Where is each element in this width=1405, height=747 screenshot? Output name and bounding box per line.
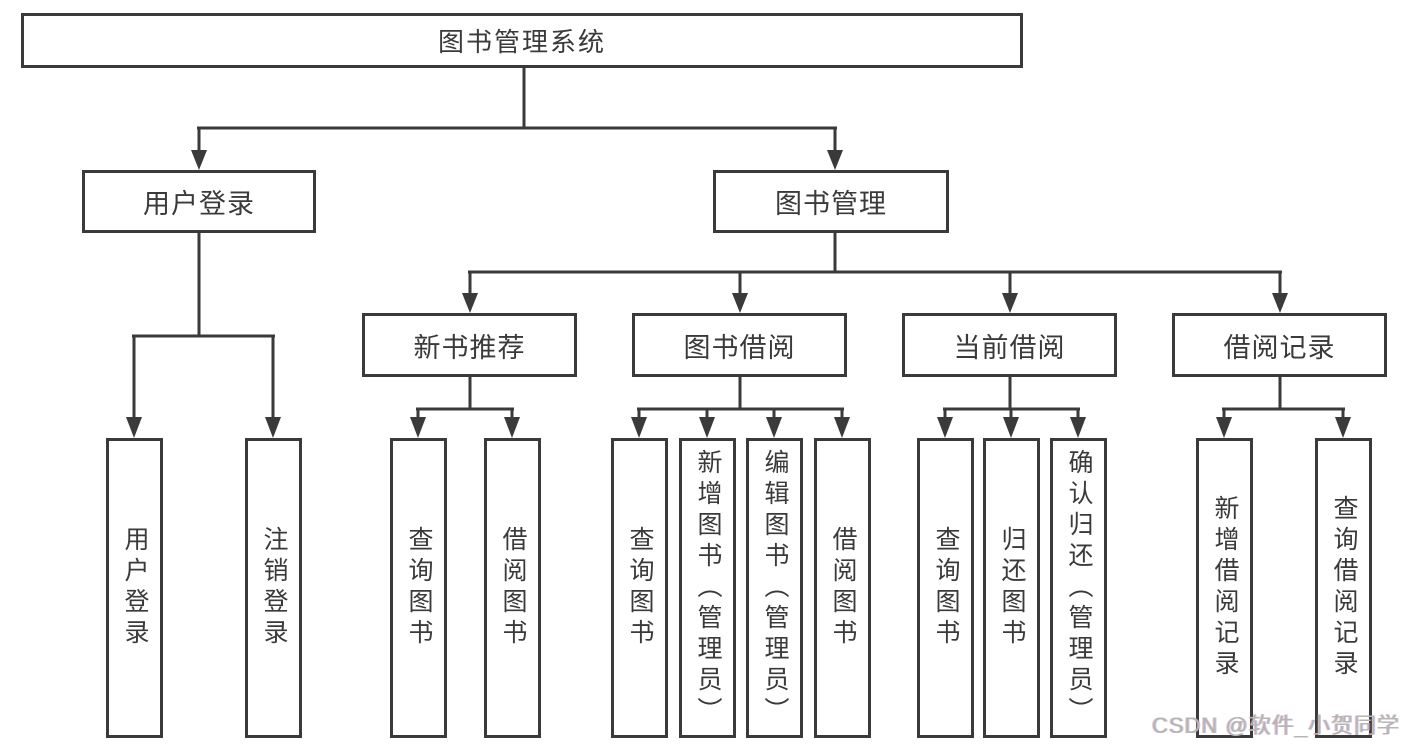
leaf-label: 确认归还（管理员） [1065,448,1093,728]
leaf-label: 归还图书 [998,526,1026,650]
leaf-borrow-books-borrowing: 借阅图书 [814,438,871,738]
node-label: 新书推荐 [413,332,526,363]
leaf-label: 查询图书 [405,526,433,650]
leaf-label: 用户登录 [121,526,149,650]
leaf-label: 新增图书（管理员） [694,448,722,728]
leaf-add-borrow-record: 新增借阅记录 [1196,438,1253,738]
node-label: 图书管理 [775,189,887,219]
node-label: 图书借阅 [683,332,796,363]
leaf-query-borrow-record: 查询借阅记录 [1315,438,1372,738]
leaf-label: 编辑图书（管理员） [761,448,789,728]
node-label: 用户登录 [143,189,255,219]
node-borrowing-records: 借阅记录 [1172,313,1387,377]
leaf-query-books-borrowing: 查询图书 [611,438,668,738]
node-label: 当前借阅 [953,332,1066,363]
node-book-management: 图书管理 [713,170,949,233]
leaf-add-book-admin: 新增图书（管理员） [679,438,736,738]
node-current-borrowing: 当前借阅 [902,313,1117,377]
leaf-user-login: 用户登录 [106,438,163,738]
leaf-query-books-recommend: 查询图书 [390,438,447,738]
node-label: 图书管理系统 [437,27,606,57]
leaf-logout: 注销登录 [245,438,302,738]
node-label: 借阅记录 [1223,332,1336,363]
node-new-book-recommendation: 新书推荐 [362,313,577,377]
node-book-borrowing: 图书借阅 [632,313,847,377]
leaf-label: 查询图书 [932,526,960,650]
leaf-label: 查询借阅记录 [1330,495,1358,681]
leaf-edit-book-admin: 编辑图书（管理员） [746,438,803,738]
node-user-login: 用户登录 [82,170,316,233]
leaf-query-books-current: 查询图书 [917,438,974,738]
leaf-label: 查询图书 [626,526,654,650]
leaf-confirm-return-admin: 确认归还（管理员） [1050,438,1107,738]
leaf-label: 借阅图书 [829,526,857,650]
node-root: 图书管理系统 [21,13,1023,68]
leaf-return-book: 归还图书 [983,438,1040,738]
leaf-label: 注销登录 [260,526,288,650]
leaf-label: 新增借阅记录 [1211,495,1239,681]
leaf-label: 借阅图书 [499,526,527,650]
leaf-borrow-books-recommend: 借阅图书 [484,438,541,738]
watermark: CSDN @软件_小贺同学 [1151,713,1400,738]
